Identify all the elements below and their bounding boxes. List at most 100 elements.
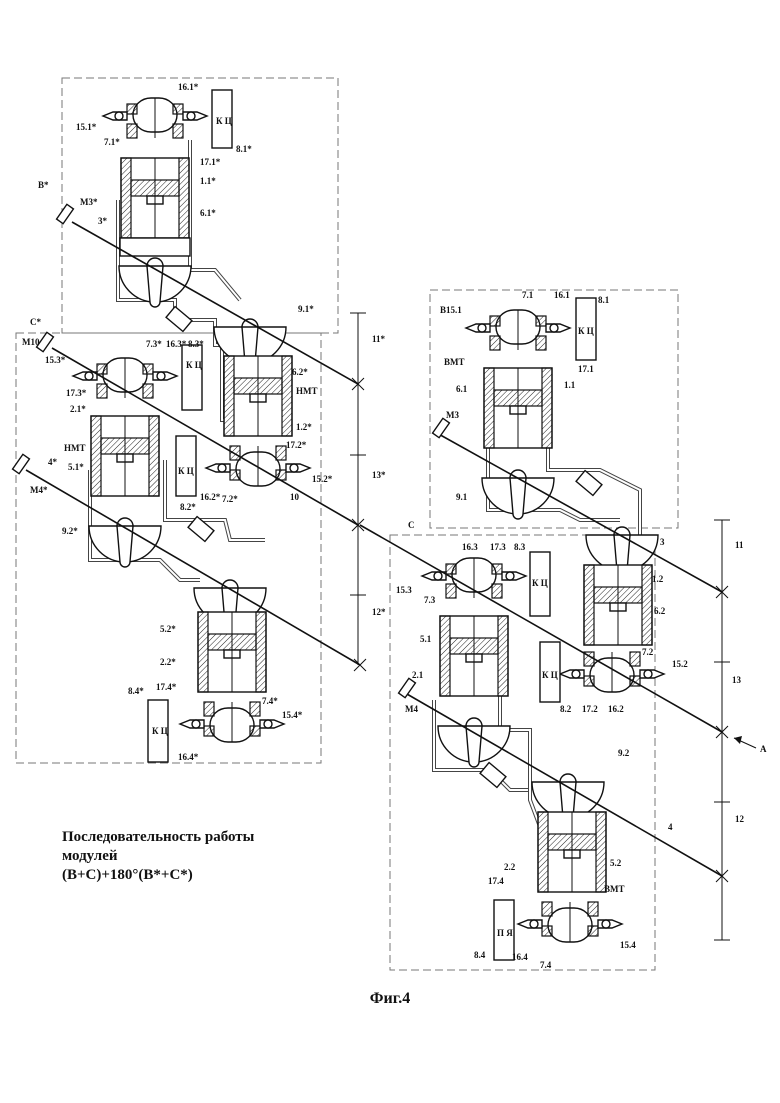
label-8-2s: 8.2* xyxy=(180,502,196,512)
kc-box-8-3: К Ц xyxy=(532,578,548,588)
label-module-c: C xyxy=(408,520,415,530)
kc-box-8-1: К Ц xyxy=(578,326,594,336)
label-m3: M3 xyxy=(446,410,459,420)
label-7-1s: 7.1* xyxy=(104,137,120,147)
label-7-2s: 7.2* xyxy=(222,494,238,504)
label-8-4: 8.4 xyxy=(474,950,486,960)
label-10: 10 xyxy=(290,492,300,502)
label-3: 3 xyxy=(660,537,665,547)
label-16-1s: 16.1* xyxy=(178,82,199,92)
label-5-2: 5.2 xyxy=(610,858,622,868)
label-15-2: 15.2 xyxy=(672,659,688,669)
label-1-2: 1.2 xyxy=(652,574,664,584)
label-9-2: 9.2 xyxy=(618,748,630,758)
label-15-1s: 15.1* xyxy=(76,122,97,132)
cylinder-b-bottom xyxy=(540,527,664,702)
label-7-1: 7.1 xyxy=(522,290,534,300)
label-9-1s: 9.1* xyxy=(298,304,314,314)
label-8-1: 8.1 xyxy=(598,295,610,305)
label-4: 4 xyxy=(668,822,673,832)
label-8-2: 8.2 xyxy=(560,704,572,714)
label-1-1s: 1.1* xyxy=(200,176,216,186)
label-17-3: 17.3 xyxy=(490,542,506,552)
label-17-4: 17.4 xyxy=(488,876,504,886)
label-16-2s: 16.2* xyxy=(200,492,221,502)
label-2-2: 2.2 xyxy=(504,862,516,872)
label-m3-star: M3* xyxy=(80,197,98,207)
label-7-4s: 7.4* xyxy=(262,696,278,706)
figure-label: Фиг.4 xyxy=(0,990,780,1008)
label-17-4s: 17.4* xyxy=(156,682,177,692)
label-13s: 13* xyxy=(372,470,386,480)
label-15-4: 15.4 xyxy=(620,940,636,950)
label-1-1: 1.1 xyxy=(564,380,576,390)
label-9-2s: 9.2* xyxy=(62,526,78,536)
cylinder-c-star-bottom xyxy=(148,580,284,762)
label-5-2s: 5.2* xyxy=(160,624,176,634)
label-17-2: 17.2 xyxy=(582,704,598,714)
kc-box-8-1s: К Ц xyxy=(216,116,232,126)
label-6-2s: 6.2* xyxy=(292,367,308,377)
label-5-1: 5.1 xyxy=(420,634,432,644)
scale-left xyxy=(350,313,366,671)
kc-box-8-4s: К Ц xyxy=(152,726,168,736)
label-16-2: 16.2 xyxy=(608,704,624,714)
label-2-2s: 2.2* xyxy=(160,657,176,667)
label-3s: 3* xyxy=(98,216,108,226)
label-8-3s: 8.3* xyxy=(188,339,204,349)
label-7-4: 7.4 xyxy=(540,960,552,970)
label-a: A xyxy=(760,744,767,754)
label-m4-star: M4* xyxy=(30,485,48,495)
label-4s: 4* xyxy=(48,457,58,467)
sequence-caption: Последовательность работы модулей (B+C)+… xyxy=(62,828,362,885)
pya-box-8-4: П Я xyxy=(497,928,513,938)
label-17-1s: 17.1* xyxy=(200,157,221,167)
label-m10: M10 xyxy=(22,337,40,347)
label-9-1: 9.1 xyxy=(456,492,468,502)
label-7-3s: 7.3* xyxy=(146,339,162,349)
caption-line-1: Последовательность работы xyxy=(62,828,362,847)
label-16-1: 16.1 xyxy=(554,290,570,300)
scale-right xyxy=(714,520,756,940)
cylinder-b-star-top xyxy=(103,90,232,307)
label-8-1s: 8.1* xyxy=(236,144,252,154)
label-bmt-1: ВМТ xyxy=(444,357,465,367)
label-16-4s: 16.4* xyxy=(178,752,199,762)
label-5-1s: 5.1* xyxy=(68,462,84,472)
kc-box-8-2s: К Ц xyxy=(178,466,194,476)
label-17-1: 17.1 xyxy=(578,364,594,374)
label-module-c-star: C* xyxy=(30,317,41,327)
caption-line-3: (B+C)+180°(B*+C*) xyxy=(62,866,362,885)
label-8-4s: 8.4* xyxy=(128,686,144,696)
label-15-3s: 15.3* xyxy=(45,355,66,365)
label-8-3: 8.3 xyxy=(514,542,526,552)
label-17-3s: 17.3* xyxy=(66,388,87,398)
label-bmt-2: ВМТ xyxy=(604,884,625,894)
label-15-4s: 15.4* xyxy=(282,710,303,720)
label-11s: 11* xyxy=(372,334,386,344)
label-module-b-star: B* xyxy=(38,180,49,190)
label-15-3: 15.3 xyxy=(396,585,412,595)
label-hmt-2: НМТ xyxy=(296,386,318,396)
label-16-3s: 16.3* xyxy=(166,339,187,349)
label-7-2: 7.2 xyxy=(642,647,654,657)
valve-b xyxy=(576,471,602,496)
label-12: 12 xyxy=(735,814,745,824)
caption-line-2: модулей xyxy=(62,847,362,866)
label-17-2s: 17.2* xyxy=(286,440,307,450)
label-11: 11 xyxy=(735,540,744,550)
label-m4: M4 xyxy=(405,704,418,714)
kc-box-8-3s: К Ц xyxy=(186,360,202,370)
label-1-2s: 1.2* xyxy=(296,422,312,432)
label-2-1s: 2.1* xyxy=(70,404,86,414)
kc-box-8-2: К Ц xyxy=(542,670,558,680)
label-12s: 12* xyxy=(372,607,386,617)
label-6-1: 6.1 xyxy=(456,384,468,394)
label-13: 13 xyxy=(732,675,742,685)
label-6-2: 6.2 xyxy=(654,606,666,616)
label-16-4: 16.4 xyxy=(512,952,528,962)
label-6-1s: 6.1* xyxy=(200,208,216,218)
label-hmt-1: НМТ xyxy=(64,443,86,453)
valve-b-star xyxy=(166,307,192,332)
